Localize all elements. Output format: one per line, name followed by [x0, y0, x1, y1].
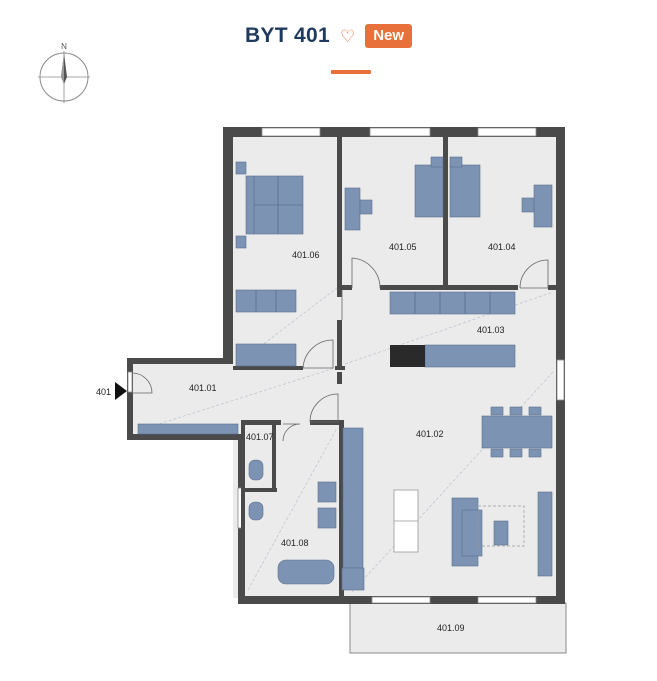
- kitchen-appliance: [390, 345, 425, 367]
- compass-icon: N: [38, 42, 90, 103]
- dining-table: [481, 415, 553, 449]
- toilet: [248, 459, 264, 481]
- single-bed: [449, 164, 481, 218]
- room-label-401-05: 401.05: [389, 242, 417, 252]
- sink: [317, 481, 337, 503]
- single-bed: [414, 164, 444, 218]
- entry-cabinet: [137, 423, 239, 435]
- entry-label: 401: [96, 387, 111, 397]
- room-label-401-08: 401.08: [281, 538, 309, 548]
- interior-walls: [233, 137, 556, 596]
- toilet: [248, 501, 264, 521]
- doors: [131, 257, 549, 442]
- balcony-area: [349, 602, 567, 654]
- header: BYT 401 ♡ New: [0, 24, 657, 48]
- heart-outline-icon[interactable]: ♡: [339, 26, 356, 46]
- windows: [127, 127, 565, 604]
- cabinet: [424, 344, 516, 368]
- tv-unit: [537, 491, 553, 577]
- room-label-401-07: 401.07: [246, 432, 274, 442]
- bathtub: [277, 559, 335, 585]
- room-label-401-03: 401.03: [477, 325, 505, 335]
- wardrobe: [389, 291, 516, 315]
- compass-north-label: N: [61, 42, 67, 51]
- rug: [477, 505, 525, 547]
- coffee-table: [493, 520, 509, 546]
- kitchen-counter: [342, 427, 364, 569]
- room-label-401-09: 401.09: [437, 623, 465, 633]
- desk: [344, 187, 361, 231]
- title-underline: [331, 70, 371, 74]
- room-label-401-04: 401.04: [488, 242, 516, 252]
- entry-arrow-icon: [115, 382, 127, 400]
- room-label-401-02: 401.02: [416, 429, 444, 439]
- wardrobe: [235, 343, 297, 367]
- room-label-401-06: 401.06: [292, 250, 320, 260]
- page-title: BYT 401: [244, 24, 330, 47]
- furniture: [137, 156, 553, 591]
- wardrobe: [235, 289, 297, 313]
- desk: [533, 184, 553, 228]
- new-badge: New: [365, 24, 413, 48]
- room-label-401-01: 401.01: [189, 383, 217, 393]
- sink: [317, 507, 337, 529]
